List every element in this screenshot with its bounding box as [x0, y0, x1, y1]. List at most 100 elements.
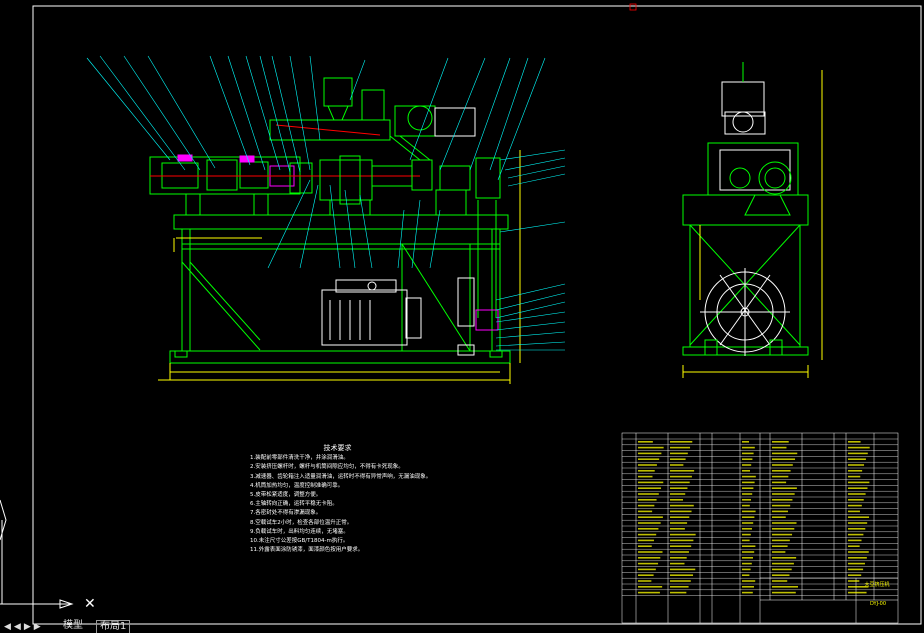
table-cell-mark — [742, 580, 756, 582]
table-cell-mark — [772, 487, 797, 489]
table-cell-mark — [638, 545, 652, 547]
requirement-line: 10.未注尺寸公差按GB/T1804-m执行。 — [250, 538, 349, 545]
table-cell-mark — [772, 533, 793, 536]
table-cell-mark — [742, 516, 755, 518]
requirement-line: 4.机筒加热均匀，温度控制准确可靠。 — [250, 482, 344, 489]
table-cell-mark — [742, 591, 753, 594]
table-cell-mark — [638, 499, 657, 501]
table-cell-mark — [772, 458, 796, 460]
table-cell-mark — [742, 470, 750, 472]
table-cell-mark — [772, 522, 797, 524]
table-cell-mark — [848, 586, 869, 588]
table-cell-mark — [772, 586, 798, 588]
table-cell-mark — [848, 591, 867, 594]
table-cell-mark — [670, 551, 689, 553]
table-cell-mark — [742, 464, 752, 466]
table-cell-mark — [848, 510, 860, 513]
table-cell-mark — [670, 522, 688, 524]
table-cell-mark — [670, 586, 689, 588]
table-cell-mark — [772, 545, 788, 547]
front-view — [149, 77, 521, 384]
requirement-line: 8.空载试车2小时，检查各部位温升正常。 — [250, 519, 353, 526]
requirement-line: 6.主轴转向正确，运转平稳无卡阻。 — [250, 501, 338, 508]
table-cell-mark — [742, 522, 754, 524]
table-cell-mark — [772, 493, 795, 495]
table-cell-mark — [848, 487, 868, 489]
table-cell-mark — [772, 441, 789, 443]
table-cell-mark — [638, 574, 654, 576]
title-block-drawing-number: DYJ-00 — [869, 601, 887, 607]
table-cell-mark — [772, 580, 788, 582]
table-cell-mark — [670, 446, 691, 449]
table-cell-mark — [638, 557, 661, 559]
requirement-line: 3.减速器、齿轮箱注入适量润滑油，运转时不得有异常声响，无漏油现象。 — [250, 473, 432, 480]
table-cell-mark — [848, 464, 865, 466]
table-cell-mark — [638, 510, 653, 513]
table-cell-mark — [742, 475, 756, 478]
table-cell-mark — [670, 504, 694, 507]
table-cell-mark — [638, 586, 663, 588]
table-cell-mark — [670, 487, 688, 489]
table-cell-mark — [670, 539, 694, 542]
table-cell-mark — [638, 441, 653, 443]
table-cell-mark — [742, 586, 754, 588]
table-cell-mark — [742, 568, 751, 571]
table-cell-mark — [670, 475, 692, 478]
tab-model[interactable]: 模型 — [63, 620, 83, 631]
layout-tabs: 模型 布局1 — [0, 620, 160, 633]
parts-list-rows — [622, 438, 898, 596]
table-cell-mark — [638, 568, 656, 571]
technical-requirements-title: 技术要求 — [323, 444, 352, 452]
table-cell-mark — [742, 557, 753, 559]
table-cell-mark — [742, 574, 750, 576]
table-cell-mark — [772, 557, 797, 559]
table-cell-mark — [848, 522, 868, 524]
tab-layout1[interactable]: 布局1 — [96, 620, 131, 633]
table-cell-mark — [638, 504, 655, 507]
table-cell-mark — [848, 441, 861, 443]
table-cell-mark — [742, 504, 750, 507]
table-cell-mark — [638, 446, 664, 449]
layout-nav-buttons[interactable]: ◀◀▶▶ — [4, 622, 44, 632]
requirement-line: 1.装配前零部件清洗干净，并涂润滑油。 — [250, 455, 349, 462]
table-cell-mark — [848, 493, 866, 495]
drawing-frame — [32, 3, 922, 625]
table-cell-mark — [638, 458, 660, 460]
table-cell-mark — [670, 562, 685, 565]
table-cell-mark — [638, 475, 653, 478]
table-cell-mark — [848, 568, 864, 571]
table-cell-mark — [638, 591, 660, 594]
requirement-line: 11.外露表面涂防锈漆，面漆颜色按用户要求。 — [250, 547, 364, 554]
table-cell-mark — [848, 545, 860, 547]
table-cell-mark — [742, 458, 753, 460]
table-cell-mark — [772, 464, 793, 466]
table-cell-mark — [772, 510, 788, 513]
table-cell-mark — [772, 446, 787, 449]
table-cell-mark — [772, 481, 787, 484]
table-cell-mark — [742, 493, 753, 495]
table-cell-mark — [848, 475, 861, 478]
table-cell-mark — [638, 551, 663, 553]
table-cell-mark — [772, 574, 790, 576]
part-leaders-front — [86, 55, 566, 351]
table-cell-mark — [772, 568, 792, 571]
table-cell-mark — [772, 475, 789, 478]
table-cell-mark — [772, 499, 793, 501]
table-cell-mark — [772, 551, 786, 553]
table-cell-mark — [670, 464, 684, 466]
table-cell-mark — [742, 481, 755, 484]
requirement-line: 9.负载试车时，出料均匀连续，无堵塞。 — [250, 528, 349, 535]
table-cell-mark — [772, 452, 798, 455]
table-cell-mark — [772, 504, 791, 507]
table-cell-mark — [670, 510, 692, 513]
table-cell-mark — [638, 493, 659, 495]
table-cell-mark — [670, 528, 685, 530]
table-cell-mark — [742, 545, 756, 547]
side-view — [682, 62, 823, 378]
table-cell-mark — [638, 516, 663, 518]
table-cell-mark — [848, 539, 862, 542]
requirement-line: 5.皮带松紧适度，调整方便。 — [250, 492, 322, 499]
table-cell-mark — [772, 470, 791, 472]
table-cell-mark — [848, 562, 865, 565]
